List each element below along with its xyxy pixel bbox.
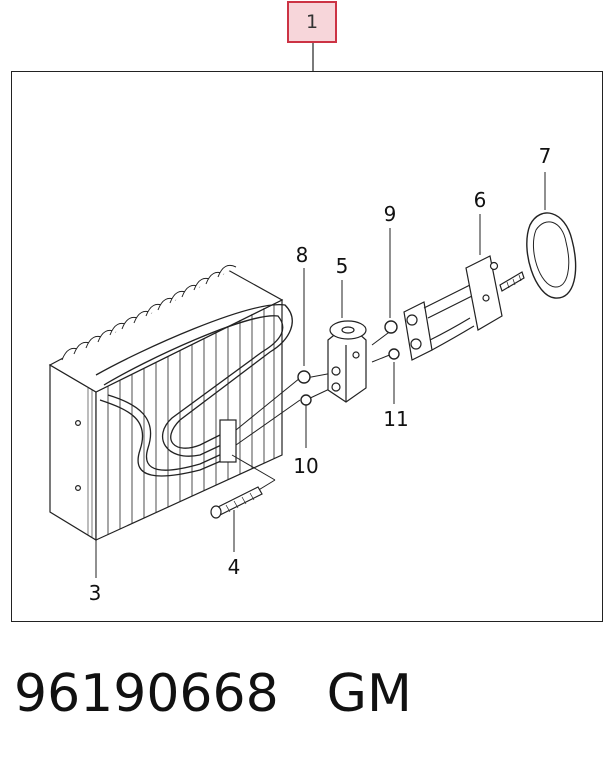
side-plate-hole-lower bbox=[74, 485, 81, 492]
o-rings-right bbox=[384, 320, 400, 360]
o-ring-8 bbox=[297, 370, 311, 384]
evaporator-core bbox=[48, 264, 293, 542]
evaporator-edge-fins bbox=[87, 388, 93, 538]
side-plate-hole-upper bbox=[74, 420, 81, 427]
label-part-8: 8 bbox=[296, 243, 309, 267]
label-part-5: 5 bbox=[336, 254, 349, 278]
part-number-footer: 96190668 GM bbox=[14, 664, 412, 724]
o-rings-left bbox=[297, 370, 312, 406]
evaporator-pipes bbox=[95, 304, 293, 477]
label-part-3: 3 bbox=[89, 581, 102, 605]
label-part-7: 7 bbox=[539, 144, 552, 168]
assembly-callout-number: 1 bbox=[305, 11, 319, 33]
label-part-6: 6 bbox=[474, 188, 487, 212]
evaporator-tube-loops bbox=[61, 264, 237, 361]
evaporator-side-plate bbox=[49, 363, 97, 542]
label-part-4: 4 bbox=[228, 555, 241, 579]
evaporator-fins bbox=[107, 304, 275, 535]
o-ring-10 bbox=[300, 394, 312, 406]
pipe-flange-assembly bbox=[403, 255, 525, 361]
dash-line-b bbox=[235, 399, 301, 446]
pipe-connection-block bbox=[219, 419, 237, 463]
label-part-9: 9 bbox=[384, 202, 397, 226]
brand-name: GM bbox=[326, 664, 412, 724]
expansion-valve bbox=[327, 320, 367, 403]
label-part-10: 10 bbox=[293, 454, 318, 478]
mounting-bolt bbox=[210, 486, 263, 519]
leader-block-to-bolt bbox=[231, 454, 276, 481]
gasket bbox=[526, 212, 577, 299]
label-part-11: 11 bbox=[383, 407, 408, 431]
o-ring-9 bbox=[384, 320, 398, 334]
assembly-callout-box[interactable]: 1 bbox=[287, 1, 337, 43]
o-ring-11 bbox=[388, 348, 400, 360]
dash-line-a bbox=[235, 377, 301, 431]
diagram-frame bbox=[11, 71, 603, 622]
part-number: 96190668 bbox=[14, 664, 279, 724]
